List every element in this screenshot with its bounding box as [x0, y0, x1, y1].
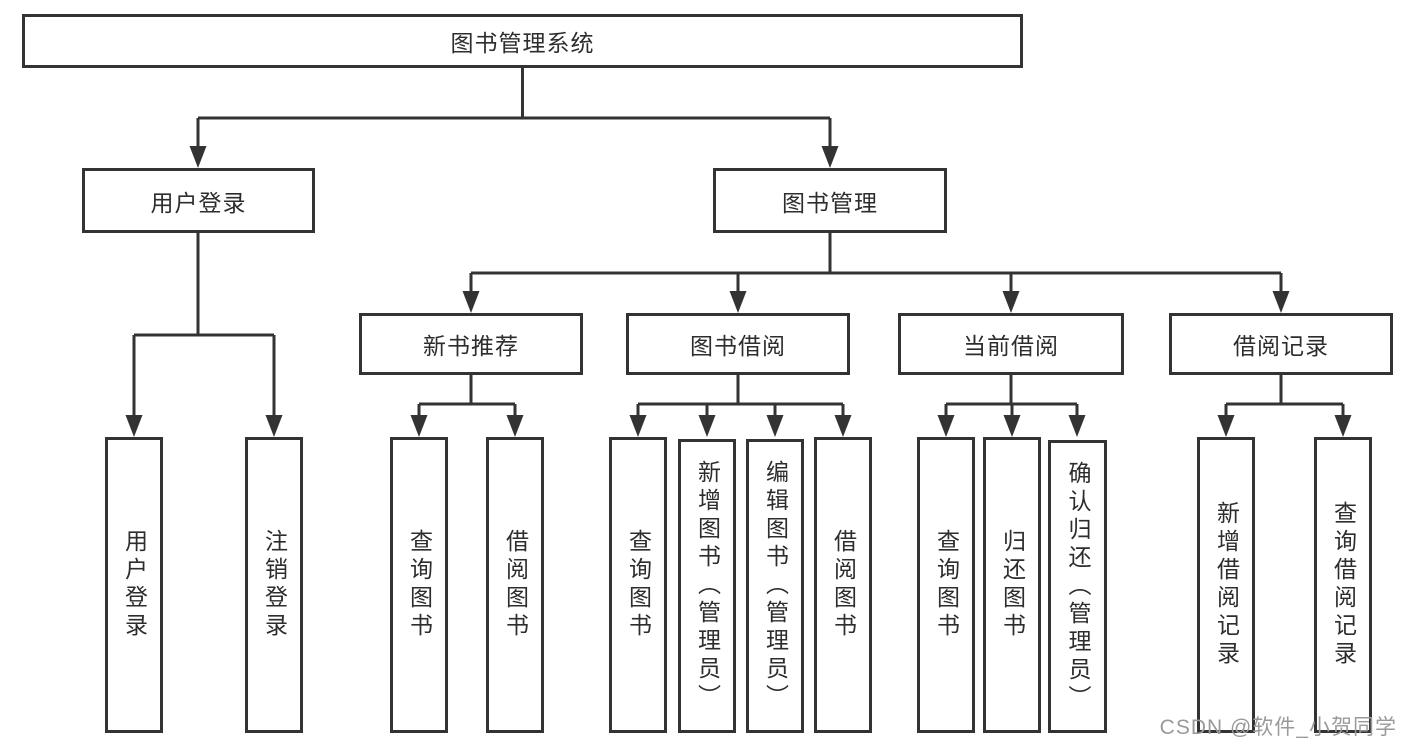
leaf-logout: 注销登录	[245, 437, 303, 733]
leaf-query-books-current: 查询图书	[917, 437, 975, 733]
node-book-management: 图书管理	[713, 168, 947, 233]
node-book-borrowing: 图书借阅	[626, 313, 850, 375]
node-root-system: 图书管理系统	[22, 14, 1023, 68]
csdn-watermark: CSDN @软件_小贺同学	[1159, 716, 1397, 739]
node-current-borrowing: 当前借阅	[898, 313, 1124, 375]
node-borrow-records: 借阅记录	[1169, 313, 1393, 375]
leaf-borrow-books-recommend: 借阅图书	[486, 437, 544, 733]
tree-edges	[132, 68, 1345, 415]
leaf-add-borrow-record: 新增借阅记录	[1197, 437, 1255, 733]
leaf-query-books-borrowing: 查询图书	[609, 437, 667, 733]
leaf-return-books: 归还图书	[983, 437, 1041, 733]
leaf-edit-books-admin: 编辑图书（管理员）	[746, 439, 804, 733]
arrowhead-icons	[125, 146, 1352, 437]
leaf-add-books-admin: 新增图书（管理员）	[678, 439, 736, 733]
node-user-login: 用户登录	[82, 168, 315, 233]
leaf-borrow-books-borrowing: 借阅图书	[814, 437, 872, 733]
leaf-query-borrow-record: 查询借阅记录	[1314, 437, 1372, 733]
leaf-user-login: 用户登录	[105, 437, 163, 733]
leaf-query-books-recommend: 查询图书	[390, 437, 448, 733]
leaf-confirm-return-admin: 确认归还（管理员）	[1048, 440, 1107, 733]
node-new-book-recommend: 新书推荐	[359, 313, 583, 375]
